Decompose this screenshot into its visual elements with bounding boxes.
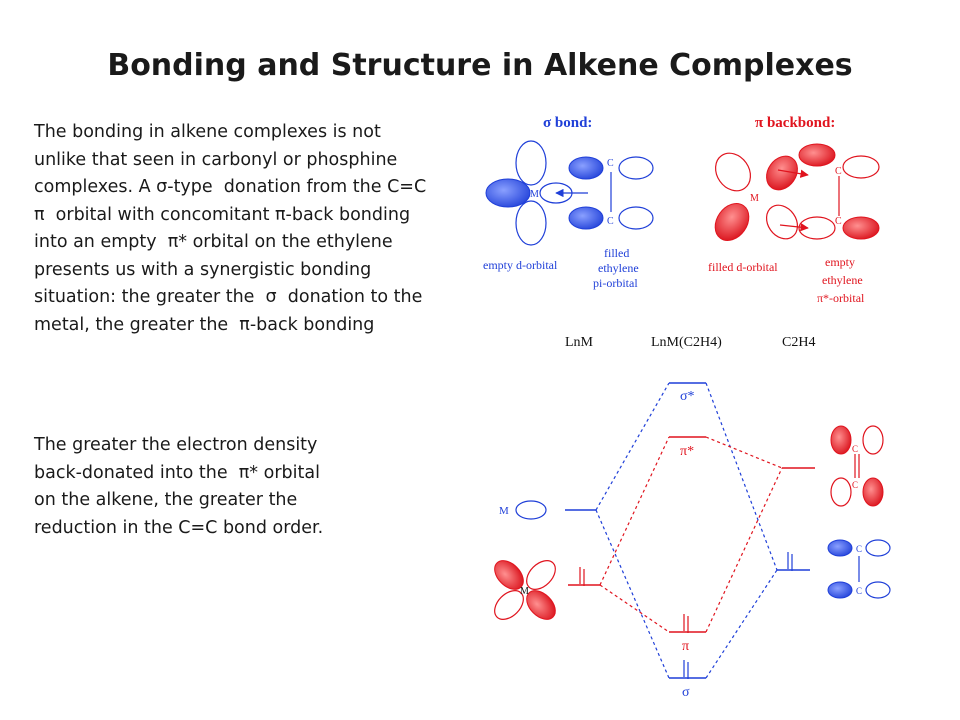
metal-label: M: [750, 193, 759, 204]
correlation-line: [705, 382, 778, 571]
correlation-line: [705, 569, 778, 679]
label-sigma: σ: [682, 685, 690, 700]
ligand-pi-orbital: C C: [827, 539, 891, 599]
text-line: The bonding in alkene complexes is not: [34, 122, 381, 142]
text-line: back-donated into the π* orbital: [34, 462, 320, 483]
column-label-middle: LnM(C2H4): [651, 335, 722, 350]
carbon-label: C: [835, 166, 842, 177]
correlation-line: [599, 436, 670, 586]
sigma-label-right: filled: [604, 246, 629, 260]
text-line: complexes. A σ-type donation from the C=…: [34, 177, 427, 197]
d-orbital-lobe: [765, 204, 799, 240]
carbon-label: C: [607, 158, 614, 169]
text-line: The greater the electron density: [34, 435, 318, 455]
d-orbital-lobe: [714, 152, 752, 192]
text-line: metal, the greater the π-back bonding: [34, 314, 375, 335]
text-line: into an empty π* orbital on the ethylene: [34, 232, 393, 252]
d-orbital-filled-lobe: [485, 178, 531, 208]
mo-diagram: LnM LnM(C2H4) C2H4: [494, 335, 891, 700]
pi-backbond-panel: π backbond: M C C filled d-orbital empty…: [708, 115, 880, 305]
metal-label: M: [499, 505, 509, 517]
pi-orbital-lobe: [618, 156, 654, 180]
sigma-label-right: pi-orbital: [593, 276, 638, 290]
paragraph-bonding-description: The bonding in alkene complexes is not u…: [34, 119, 426, 339]
d-orbital-filled-lobe: [766, 155, 798, 191]
backbond-arrow: [777, 169, 809, 178]
text-line: unlike that seen in carbonyl or phosphin…: [34, 149, 398, 170]
pi-star-lobe: [842, 155, 880, 179]
carbon-label: C: [607, 216, 614, 227]
carbon-label: C: [852, 444, 858, 454]
correlation-line: [705, 467, 783, 633]
pi-orbital-lobe: [618, 206, 654, 230]
text-line: on the alkene, the greater the: [34, 490, 298, 510]
metal-sigma-orbital: [515, 500, 547, 520]
backbond-arrow: [779, 223, 809, 232]
correlation-line: [595, 382, 670, 511]
d-orbital-lobe: [515, 140, 547, 186]
pi-star-lobe: [842, 216, 880, 240]
label-pi: π: [682, 639, 689, 654]
pi-orbital-filled-lobe: [568, 206, 604, 230]
d-orbital-lobe: [515, 200, 547, 246]
metal-label: M: [520, 586, 529, 597]
correlation-line: [705, 436, 783, 469]
label-pi-star: π*: [680, 444, 694, 459]
ligand-pi-star-orbital: C C: [830, 425, 884, 507]
pi-heading: π backbond:: [755, 115, 835, 131]
pi-star-lobe: [798, 216, 836, 240]
metal-d-orbital: M: [494, 560, 556, 620]
paragraph-bond-order: The greater the electron density back-do…: [34, 432, 323, 542]
pi-label-right: ethylene: [822, 273, 863, 287]
text-line: situation: the greater the σ donation to…: [34, 287, 423, 307]
sigma-heading: σ bond:: [543, 115, 592, 131]
sigma-label-right: ethylene: [598, 261, 639, 275]
sigma-bond-panel: σ bond: M C C empty d-orbital filled eth…: [483, 115, 654, 290]
metal-label: M: [530, 189, 539, 200]
label-sigma-star: σ*: [680, 389, 695, 404]
pi-orbital-filled-lobe: [568, 156, 604, 180]
pi-label-left: filled d-orbital: [708, 260, 778, 274]
carbon-label: C: [856, 544, 862, 554]
pi-label-right: empty: [825, 255, 855, 269]
page-title: Bonding and Structure in Alkene Complexe…: [107, 48, 853, 83]
d-orbital-filled-lobe: [714, 202, 750, 242]
text-line: presents us with a synergistic bonding: [34, 259, 372, 280]
correlation-line: [595, 509, 670, 679]
column-label-left: LnM: [565, 335, 594, 350]
carbon-label: C: [835, 216, 842, 227]
pi-star-lobe: [798, 143, 836, 167]
text-line: reduction in the C=C bond order.: [34, 517, 324, 538]
carbon-label: C: [856, 586, 862, 596]
carbon-label: C: [852, 480, 858, 490]
column-label-right: C2H4: [782, 335, 815, 350]
correlation-line: [599, 584, 670, 633]
sigma-label-left: empty d-orbital: [483, 258, 558, 272]
pi-label-right: π*-orbital: [817, 291, 865, 305]
text-line: π orbital with concomitant π-back bondin…: [34, 204, 411, 225]
